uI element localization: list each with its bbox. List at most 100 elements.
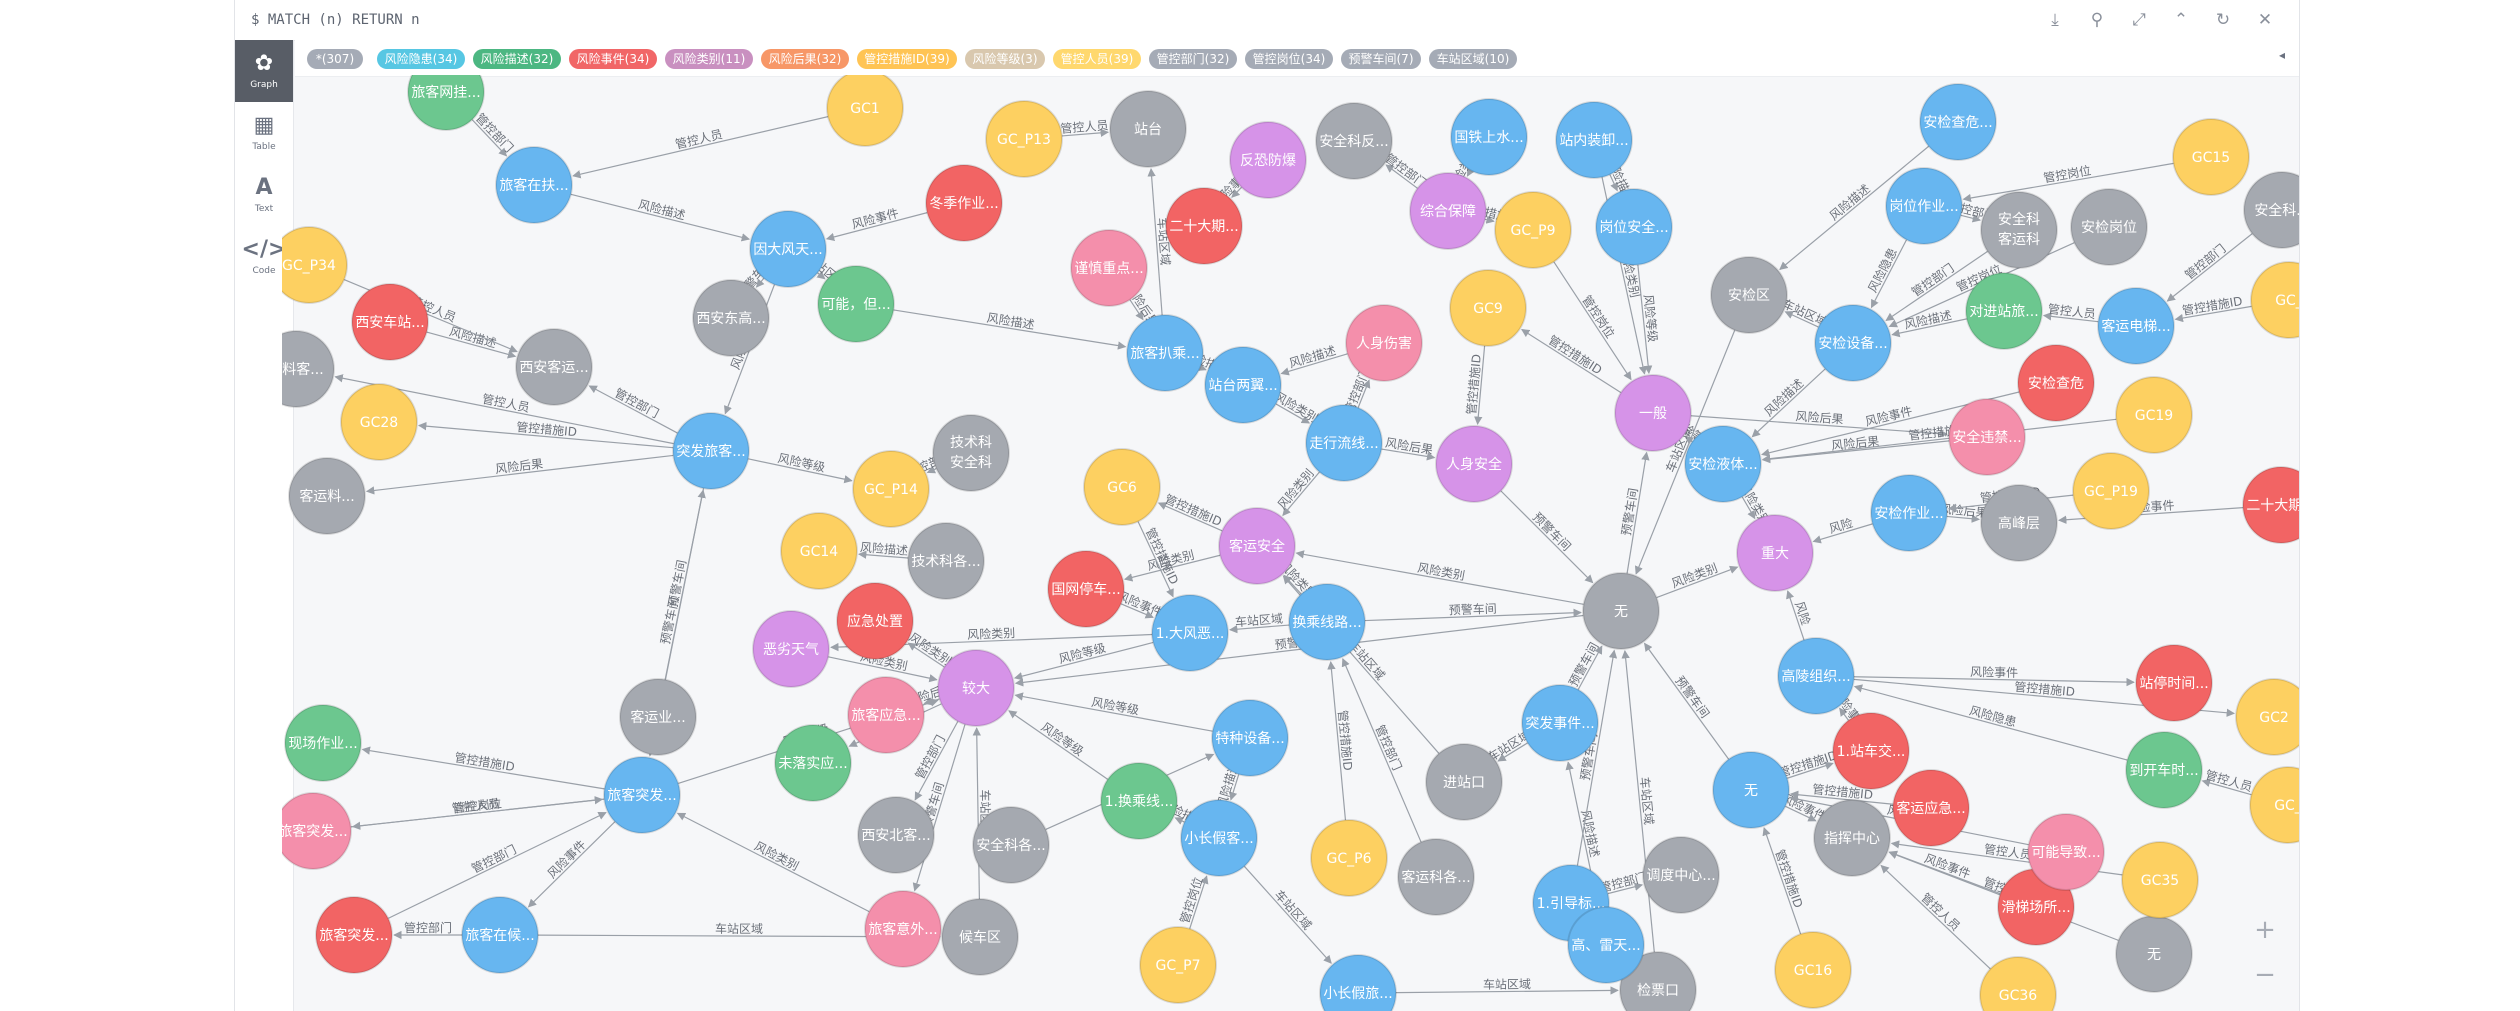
node-circle[interactable]	[1449, 269, 1527, 347]
node-circle[interactable]	[1980, 484, 2058, 562]
relationship-edge[interactable]: 管控岗位	[1962, 163, 2174, 203]
edge-line[interactable]	[1880, 864, 1991, 970]
graph-node[interactable]: 旅客突发...	[315, 896, 393, 974]
relationship-edge[interactable]: 管控人员	[2201, 767, 2254, 796]
graph-node[interactable]: 未落实应...	[774, 724, 852, 802]
node-circle[interactable]	[1948, 398, 2026, 476]
graph-node[interactable]: 突发旅客...	[672, 412, 750, 490]
edge-line[interactable]	[1751, 368, 1826, 438]
edge-line[interactable]	[1644, 642, 1730, 760]
legend-collapse-icon[interactable]: ◂	[2278, 48, 2285, 62]
edge-line[interactable]	[926, 465, 937, 474]
node-circle[interactable]	[1710, 256, 1788, 334]
edge-line[interactable]	[1013, 641, 1154, 681]
edge-line[interactable]	[1577, 645, 1603, 690]
edge-line[interactable]	[1129, 299, 1144, 321]
graph-node[interactable]: 客运安全	[1218, 507, 1296, 585]
node-circle[interactable]	[752, 610, 830, 688]
graph-node[interactable]: 西安车站...	[351, 283, 429, 361]
node-circle[interactable]	[1450, 98, 1528, 176]
legend-pill[interactable]: *(307)	[307, 49, 363, 69]
node-circle[interactable]	[1885, 167, 1963, 245]
node-circle[interactable]	[1425, 743, 1503, 821]
graph-node[interactable]: 客运应急...	[1892, 769, 1970, 847]
relationship-edge[interactable]: 管控岗位	[1177, 875, 1209, 930]
node-circle[interactable]	[1126, 314, 1204, 392]
edge-line[interactable]	[1609, 174, 1618, 192]
edge-line[interactable]	[361, 746, 605, 790]
graph-node[interactable]: GC28	[340, 383, 418, 461]
relationship-edge[interactable]: 管控部门	[1341, 658, 1422, 843]
relationship-edge[interactable]: 风险隐患	[1865, 239, 1908, 309]
edge-line[interactable]	[1607, 882, 1644, 895]
node-circle[interactable]	[1965, 272, 2043, 350]
node-circle[interactable]	[340, 383, 418, 461]
node-circle[interactable]	[282, 330, 335, 408]
graph-node[interactable]: GC_P14	[852, 450, 930, 528]
edge-line[interactable]	[1741, 496, 1756, 520]
graph-node[interactable]: 1.换乘线...	[1100, 762, 1178, 840]
graph-node[interactable]: 重大	[1736, 514, 1814, 592]
node-circle[interactable]	[1083, 448, 1161, 526]
node-circle[interactable]	[1047, 550, 1125, 628]
edge-line[interactable]	[1466, 167, 1475, 177]
edge-line[interactable]	[1385, 164, 1418, 189]
edge-line[interactable]	[2166, 233, 2253, 302]
graph-node[interactable]: 客运科各...	[1397, 838, 1475, 916]
node-circle[interactable]	[1814, 304, 1892, 382]
node-circle[interactable]	[282, 226, 348, 304]
edge-line[interactable]	[828, 656, 938, 683]
graph-node[interactable]: 人身安全	[1435, 425, 1513, 503]
relationship-edge[interactable]: 风险事件	[825, 205, 928, 242]
relationship-edge[interactable]: 管控措施ID	[1157, 491, 1225, 532]
edge-line[interactable]	[1946, 514, 1981, 523]
edge-line[interactable]	[570, 193, 751, 242]
edge-line[interactable]	[1621, 649, 1655, 953]
download-icon[interactable]: ⤓	[2051, 10, 2059, 30]
graph-node[interactable]: 恶劣天气	[752, 610, 830, 688]
edge-line[interactable]	[907, 642, 945, 668]
edge-line[interactable]	[1786, 590, 1805, 641]
table-view-button[interactable]: ▦Table	[235, 102, 293, 164]
edge-line[interactable]	[1137, 521, 1174, 598]
collapse-up-icon[interactable]: ⌃	[2173, 10, 2189, 30]
node-circle[interactable]	[2070, 188, 2148, 266]
edge-line[interactable]	[1785, 805, 1817, 822]
edge-line[interactable]	[1812, 523, 1873, 544]
edge-line[interactable]	[1147, 168, 1163, 316]
graph-node[interactable]: 对进站旅...	[1965, 272, 2043, 350]
graph-node[interactable]: 站内装卸...	[1555, 101, 1633, 179]
legend-pill[interactable]: 车站区域(10)	[1429, 49, 1517, 69]
relationship-edge[interactable]: 管控措施ID	[1463, 345, 1486, 425]
node-circle[interactable]	[2121, 841, 2199, 919]
relationship-edge[interactable]: 风险等级	[1637, 264, 1661, 375]
edge-line[interactable]	[350, 795, 604, 828]
edge-line[interactable]	[1357, 379, 1371, 408]
relationship-edge[interactable]: 管控措施ID	[418, 419, 674, 449]
legend-pill[interactable]: 风险事件(34)	[569, 49, 657, 69]
edge-line[interactable]	[471, 119, 508, 157]
edge-line[interactable]	[1061, 128, 1109, 138]
graph-node[interactable]: 安全科各...	[972, 806, 1050, 884]
fullscreen-icon[interactable]: ⤢	[2132, 10, 2146, 30]
edge-line[interactable]	[1229, 774, 1240, 801]
graph-node[interactable]: 旅客意外...	[864, 890, 942, 968]
edge-line[interactable]	[1275, 403, 1311, 424]
edge-line[interactable]	[1123, 554, 1221, 582]
graph-node[interactable]: GC_	[2250, 261, 2299, 339]
graph-view-button[interactable]: ✿Graph	[235, 40, 293, 102]
graph-node[interactable]: GC1	[826, 75, 904, 147]
edge-line[interactable]	[1497, 742, 1528, 762]
edge-line[interactable]	[923, 697, 940, 706]
node-circle[interactable]	[2235, 678, 2299, 756]
node-circle[interactable]	[1165, 187, 1243, 265]
edge-line[interactable]	[1014, 692, 1213, 732]
graph-node[interactable]: 西安客运...	[515, 328, 593, 406]
node-circle[interactable]	[852, 450, 930, 528]
relationship-edge[interactable]: 风险描述	[1751, 368, 1826, 438]
edge-line[interactable]	[664, 489, 706, 680]
graph-node[interactable]: 冬季作业...	[925, 164, 1003, 242]
graph-node[interactable]: GC6	[1083, 448, 1161, 526]
node-circle[interactable]	[1305, 404, 1383, 482]
node-circle[interactable]	[692, 279, 770, 357]
